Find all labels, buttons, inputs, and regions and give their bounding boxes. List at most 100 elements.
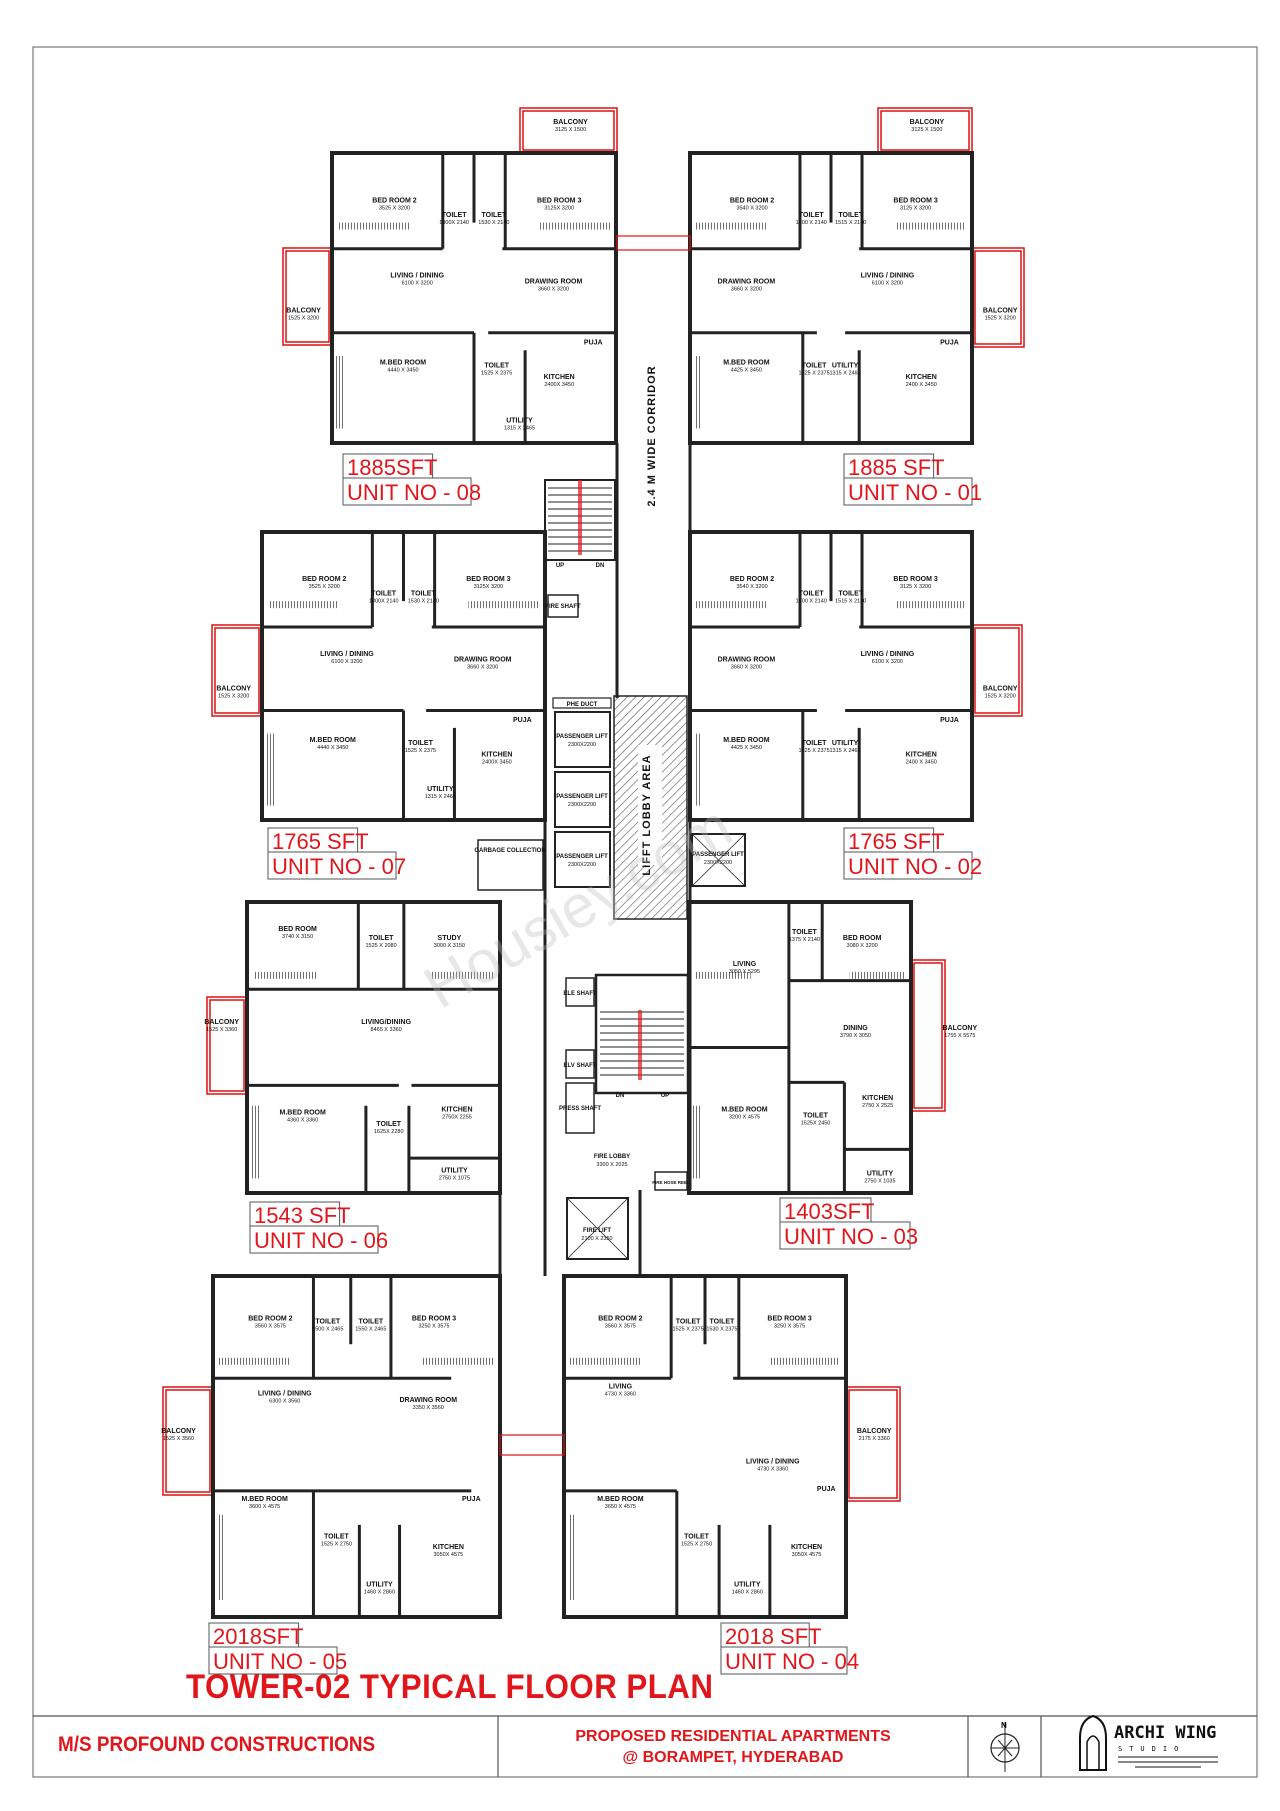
- room-dims: 4730 X 3360: [757, 1467, 788, 1473]
- wardrobe: [251, 1105, 259, 1179]
- wardrobe: [693, 1105, 701, 1179]
- lift-lobby-label: LIFFT LOBBY AREA: [641, 754, 653, 875]
- room-name: TOILET: [408, 740, 433, 747]
- logo-sub: STUDIO: [1118, 1745, 1185, 1753]
- room-dims: 1525 X 2750: [681, 1542, 712, 1548]
- room-name: BED ROOM 2: [372, 197, 416, 204]
- room-name: UTILITY: [832, 363, 859, 370]
- room-dims: 3000 X 3150: [434, 943, 465, 949]
- room-dims: 3740 X 3150: [282, 934, 313, 940]
- unit-area-label: 2018 SFT: [720, 1622, 822, 1649]
- room-name: TOILET: [799, 212, 824, 219]
- room-name: PUJA: [817, 1486, 836, 1493]
- north-label: N: [1001, 1721, 1007, 1730]
- room-name: KITCHEN: [906, 374, 937, 381]
- room-dims: 2750 X 1075: [439, 1176, 470, 1182]
- room-dims: 3050 X 5295: [729, 969, 760, 975]
- room-dims: 1625X 2280: [374, 1129, 404, 1135]
- room-name: DRAWING ROOM: [525, 279, 583, 286]
- room-name: UTILITY: [867, 1171, 894, 1178]
- room-name: M.BED ROOM: [723, 737, 769, 744]
- staircase-lower: [594, 973, 690, 1095]
- room-dims: 1530 X 2140: [408, 598, 439, 604]
- room-dims: 1460 X 2860: [732, 1589, 763, 1595]
- room-dims: 6100 X 3200: [872, 659, 903, 665]
- fire-lift: FIRE LIFT 2100 X 2350: [566, 1197, 629, 1260]
- room-dims: 1755 X 5575: [944, 1033, 975, 1039]
- room-name: BED ROOM 3: [412, 1315, 456, 1322]
- room-dims: 1800 X 2140: [796, 598, 827, 604]
- room-name: KITCHEN: [441, 1107, 472, 1114]
- wardrobe: [769, 1357, 840, 1365]
- room-name: BALCONY: [161, 1428, 196, 1435]
- room-dims: 1315 X 2465: [425, 794, 456, 800]
- wardrobe: [696, 601, 767, 609]
- room-name: BALCONY: [216, 685, 251, 692]
- room-dims: 6100 X 3200: [872, 281, 903, 287]
- room-dims: 1525 X 2375: [481, 371, 512, 377]
- room-dims: 6300 X 3560: [269, 1398, 300, 1404]
- room-name: M.BED ROOM: [597, 1496, 643, 1503]
- room-dims: 1525 X 2080: [365, 943, 396, 949]
- room-name: TOILET: [799, 590, 824, 597]
- room-dims: 3525 X 3200: [379, 205, 410, 211]
- room-dims: 3125X 3200: [474, 584, 504, 590]
- balcony-outline: [974, 627, 1020, 714]
- room-name: TOILET: [802, 740, 827, 747]
- room-dims: 3600 X 4575: [249, 1504, 280, 1510]
- room-dims: 3125 X 3200: [900, 205, 931, 211]
- balcony-outline: [910, 959, 946, 1112]
- room-name: BALCONY: [983, 308, 1018, 315]
- unit-area: 1403SFT: [784, 1199, 875, 1224]
- room-name: KITCHEN: [481, 752, 512, 759]
- wardrobe: [539, 222, 610, 230]
- unit-number-label: UNIT NO - 04: [720, 1646, 859, 1675]
- ele-shaft-label: ELE SHAFT: [563, 991, 597, 997]
- unit-area: 1543 SFT: [254, 1203, 351, 1228]
- room-name: M.BED ROOM: [723, 360, 769, 367]
- lobby-label-background: [638, 745, 662, 865]
- balcony-outline: [165, 1389, 211, 1493]
- unit-number: UNIT NO - 01: [848, 480, 982, 505]
- room-name: BALCONY: [943, 1025, 978, 1032]
- room-name: BED ROOM 3: [466, 576, 510, 583]
- room-name: TOILET: [411, 590, 436, 597]
- sheet-border: [32, 46, 1258, 1778]
- room-name: TOILET: [481, 212, 506, 219]
- fire-lobby-label: FIRE LOBBY: [594, 1154, 630, 1160]
- room-name: BED ROOM 2: [598, 1315, 642, 1322]
- room-name: LIVING / DINING: [390, 273, 444, 280]
- room-name: KITCHEN: [862, 1095, 893, 1102]
- room-name: LIVING: [733, 961, 757, 968]
- room-name: BED ROOM 2: [730, 197, 774, 204]
- room-dims: 4425 X 3450: [731, 745, 762, 751]
- balcony-outline: [974, 250, 1022, 345]
- balcony-outline: [845, 1386, 901, 1502]
- north-arrow-icon: N: [990, 1721, 1020, 1772]
- corridor-bridge: [616, 235, 691, 251]
- balcony-outline: [206, 996, 248, 1095]
- unit-number-label: UNIT NO - 06: [249, 1225, 388, 1254]
- room-name: BED ROOM 3: [537, 197, 581, 204]
- room-dims: 4440 X 3450: [317, 745, 348, 751]
- room-dims: 3080 X 3200: [847, 943, 878, 949]
- room-dims: 1530 X 2375: [706, 1327, 737, 1333]
- stair-down-label: DN: [596, 563, 605, 569]
- room-name: TOILET: [710, 1319, 735, 1326]
- room-name: UTILITY: [427, 786, 454, 793]
- lift-dims: 2300X2200: [568, 802, 596, 808]
- room-name: LIVING / DINING: [861, 273, 915, 280]
- room-dims: 3540 X 3200: [736, 205, 767, 211]
- room-dims: 1800 X 2140: [796, 220, 827, 226]
- unit-number-label: UNIT NO - 01: [843, 477, 982, 506]
- room-name: LIVING / DINING: [320, 651, 374, 658]
- room-name: UTILITY: [366, 1581, 393, 1588]
- room-dims: 2400 X 3450: [906, 382, 937, 388]
- wardrobe: [266, 733, 274, 806]
- room-name: TOILET: [376, 1121, 401, 1128]
- drawing-title: TOWER-02 TYPICAL FLOOR PLAN: [186, 1668, 714, 1706]
- room-name: DRAWING ROOM: [454, 657, 512, 664]
